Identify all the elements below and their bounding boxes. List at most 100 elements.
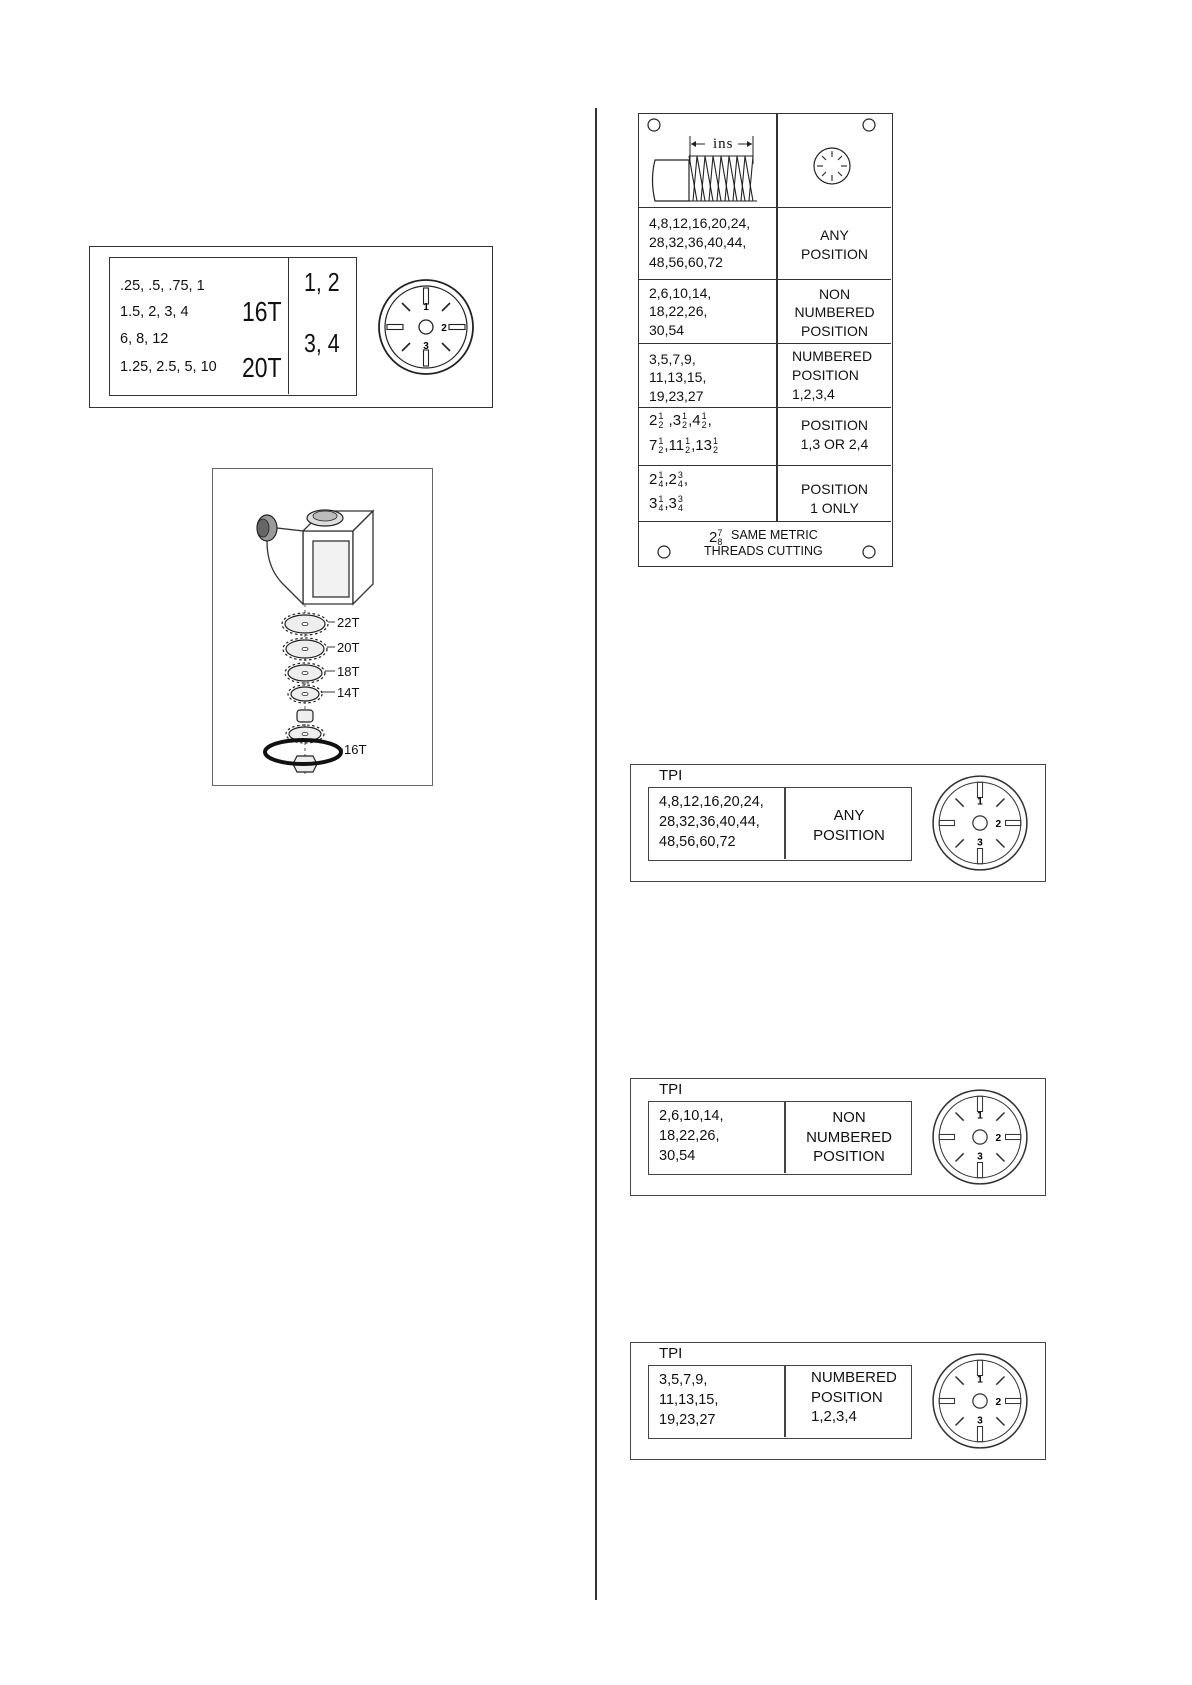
thread-screw-icon: [647, 118, 876, 202]
tpi-title: TPI: [659, 1081, 683, 1098]
table-header-row: ins: [639, 114, 891, 208]
tpi-any-line2: 28,32,36,40,44,: [649, 234, 747, 250]
thread-dial-icon: 1 2 3: [378, 279, 474, 375]
tpi-panel-non-numbered: TPI 2,6,10,14, 18,22,26, 30,54 NON NUMBE…: [630, 1078, 1046, 1196]
tpi-num-line1: 3,5,7,9,: [649, 351, 696, 367]
thread-dial-icon: 1 2 3: [932, 1353, 1028, 1449]
table-column-divider: [776, 114, 778, 522]
tpi-list: 2,6,10,14, 18,22,26, 30,54: [659, 1108, 724, 1164]
position-halves-line2: 1,3 OR 2,4: [800, 436, 869, 452]
tpi-panel-any: TPI 4,8,12,16,20,24, 28,32,36,40,44, 48,…: [630, 764, 1046, 882]
svg-text:3: 3: [977, 837, 983, 848]
tpi-box: 4,8,12,16,20,24, 28,32,36,40,44, 48,56,6…: [648, 787, 912, 861]
thread-dial-icon: 1 2 3: [932, 1089, 1028, 1185]
ins-label: ins: [711, 136, 736, 153]
position-num-line3: 1,2,3,4: [792, 386, 835, 402]
thread-row-non-numbered: 2,6,10,14, 18,22,26, 30,54 NON NUMBERED …: [639, 280, 891, 344]
gear-14t-label: 14T: [337, 685, 360, 700]
position-quarters-line1: POSITION: [801, 481, 868, 497]
position-1-2-label: 1, 2: [304, 267, 340, 297]
gear-16t-stack-label: 16T: [344, 742, 367, 757]
svg-text:1: 1: [423, 302, 429, 313]
tpi-title: TPI: [659, 1345, 683, 1362]
position-non-line2: NUMBERED: [794, 304, 875, 320]
position-non-line1: NON: [818, 286, 851, 302]
tpi-box: 3,5,7,9, 11,13,15, 19,23,27 NUMBERED POS…: [648, 1365, 912, 1439]
metric-row-2: 1.5, 2, 3, 4: [120, 304, 189, 320]
svg-text:1: 1: [977, 1375, 983, 1386]
thread-row-any: 4,8,12,16,20,24, 28,32,36,40,44, 48,56,6…: [639, 208, 891, 280]
gear-16t-label: 16T: [242, 296, 282, 327]
svg-text:3: 3: [977, 1415, 983, 1426]
gear-20t-label: 20T: [242, 352, 282, 383]
position-num-line1: NUMBERED: [792, 348, 873, 364]
position-num-line2: POSITION: [792, 367, 859, 383]
metric-row-1: .25, .5, .75, 1: [120, 278, 205, 294]
svg-text:1: 1: [977, 797, 983, 808]
position-condition: NUMBERED POSITION 1,2,3,4: [811, 1369, 897, 1425]
svg-text:1: 1: [977, 1111, 983, 1122]
svg-text:2: 2: [996, 819, 1002, 830]
position-halves-line1: POSITION: [801, 417, 868, 433]
footer-line1: SAME METRIC: [731, 528, 818, 542]
position-any-line1: ANY: [820, 227, 849, 243]
gear-stack-figure: 22T 20T 18T 14T 16T: [212, 468, 433, 786]
thread-row-numbered: 3,5,7,9, 11,13,15, 19,23,27 NUMBERED POS…: [639, 344, 891, 408]
svg-text:2: 2: [441, 323, 447, 334]
tpi-panel-numbered: TPI 3,5,7,9, 11,13,15, 19,23,27 NUMBERED…: [630, 1342, 1046, 1460]
gear-20t-stack-label: 20T: [337, 640, 360, 655]
footer-line2: THREADS CUTTING: [704, 544, 823, 558]
tpi-num-line3: 19,23,27: [649, 388, 704, 404]
svg-text:3: 3: [423, 341, 429, 352]
metric-pitch-column: .25, .5, .75, 1 1.5, 2, 3, 4 6, 8, 12 1.…: [110, 258, 289, 394]
metric-row-3: 6, 8, 12: [120, 331, 169, 347]
gear-18t-label: 18T: [337, 664, 360, 679]
position-any-line2: POSITION: [801, 246, 868, 262]
tpi-any-line3: 48,56,60,72: [649, 254, 723, 270]
tpi-title: TPI: [659, 767, 683, 784]
position-quarters-line2: 1 ONLY: [810, 500, 859, 516]
position-3-4-label: 3, 4: [304, 328, 340, 358]
position-non-line3: POSITION: [801, 323, 868, 339]
tpi-num-line2: 11,13,15,: [649, 369, 707, 385]
tpi-any-line1: 4,8,12,16,20,24,: [649, 215, 751, 231]
metric-thread-chart: [89, 246, 493, 408]
tpi-list: 4,8,12,16,20,24, 28,32,36,40,44, 48,56,6…: [659, 794, 764, 850]
thread-dial-icon: 1 2 3: [932, 775, 1028, 871]
position-condition: NON NUMBERED POSITION: [806, 1109, 892, 1165]
thread-dial-assembly-drawing: [256, 509, 375, 774]
metric-row-4: 1.25, 2.5, 5, 10: [120, 359, 217, 375]
svg-text:2: 2: [996, 1397, 1002, 1408]
tpi-non-line2: 18,22,26,: [649, 303, 708, 319]
threading-dial-chart: ins 4,8,12,16,20,24, 28,32,36,40,44, 48,…: [638, 113, 893, 567]
svg-text:3: 3: [977, 1151, 983, 1162]
page-divider: [595, 108, 597, 1600]
gear-22t-label: 22T: [337, 615, 360, 630]
tpi-non-line1: 2,6,10,14,: [649, 285, 712, 301]
position-condition: ANY POSITION: [813, 807, 885, 844]
svg-text:2: 2: [996, 1133, 1002, 1144]
metric-thread-table: .25, .5, .75, 1 1.5, 2, 3, 4 6, 8, 12 1.…: [109, 257, 357, 396]
tpi-non-line3: 30,54: [649, 322, 685, 338]
tpi-box: 2,6,10,14, 18,22,26, 30,54 NON NUMBERED …: [648, 1101, 912, 1175]
mounting-holes-icon: [657, 545, 876, 559]
tpi-list: 3,5,7,9, 11,13,15, 19,23,27: [659, 1372, 719, 1428]
